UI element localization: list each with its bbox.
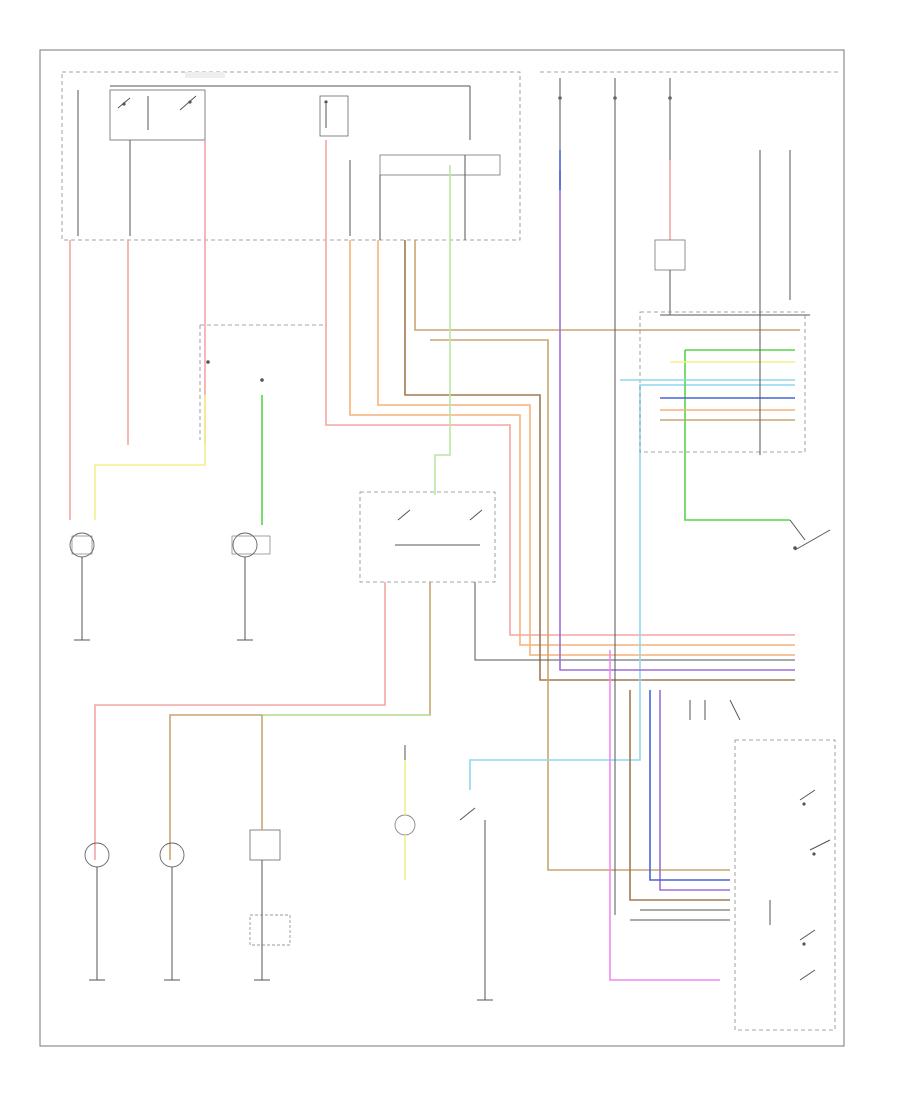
door-switch <box>459 384 795 1001</box>
diagram-frame <box>39 49 845 1047</box>
indicator-lamp <box>394 745 416 880</box>
dimmer-relay <box>319 95 349 137</box>
right-headlight-high <box>159 842 185 981</box>
right-harness <box>559 150 831 915</box>
wire-group-left <box>69 140 800 871</box>
combination-switch <box>94 324 325 525</box>
right-headlight-low <box>231 532 271 641</box>
left-headlight-low <box>69 532 95 641</box>
left-headlight-high <box>84 842 110 981</box>
headlight-relay <box>109 89 206 141</box>
fuse-relay-box <box>61 71 521 241</box>
fuse-block-right <box>379 154 501 176</box>
ignition-fuse-strip <box>540 71 840 170</box>
junction-connector <box>609 650 741 981</box>
combination-meter <box>249 715 291 981</box>
dimmer-switch <box>94 491 795 860</box>
lighting-control-switch <box>734 739 836 1031</box>
resistor-module <box>654 239 686 271</box>
